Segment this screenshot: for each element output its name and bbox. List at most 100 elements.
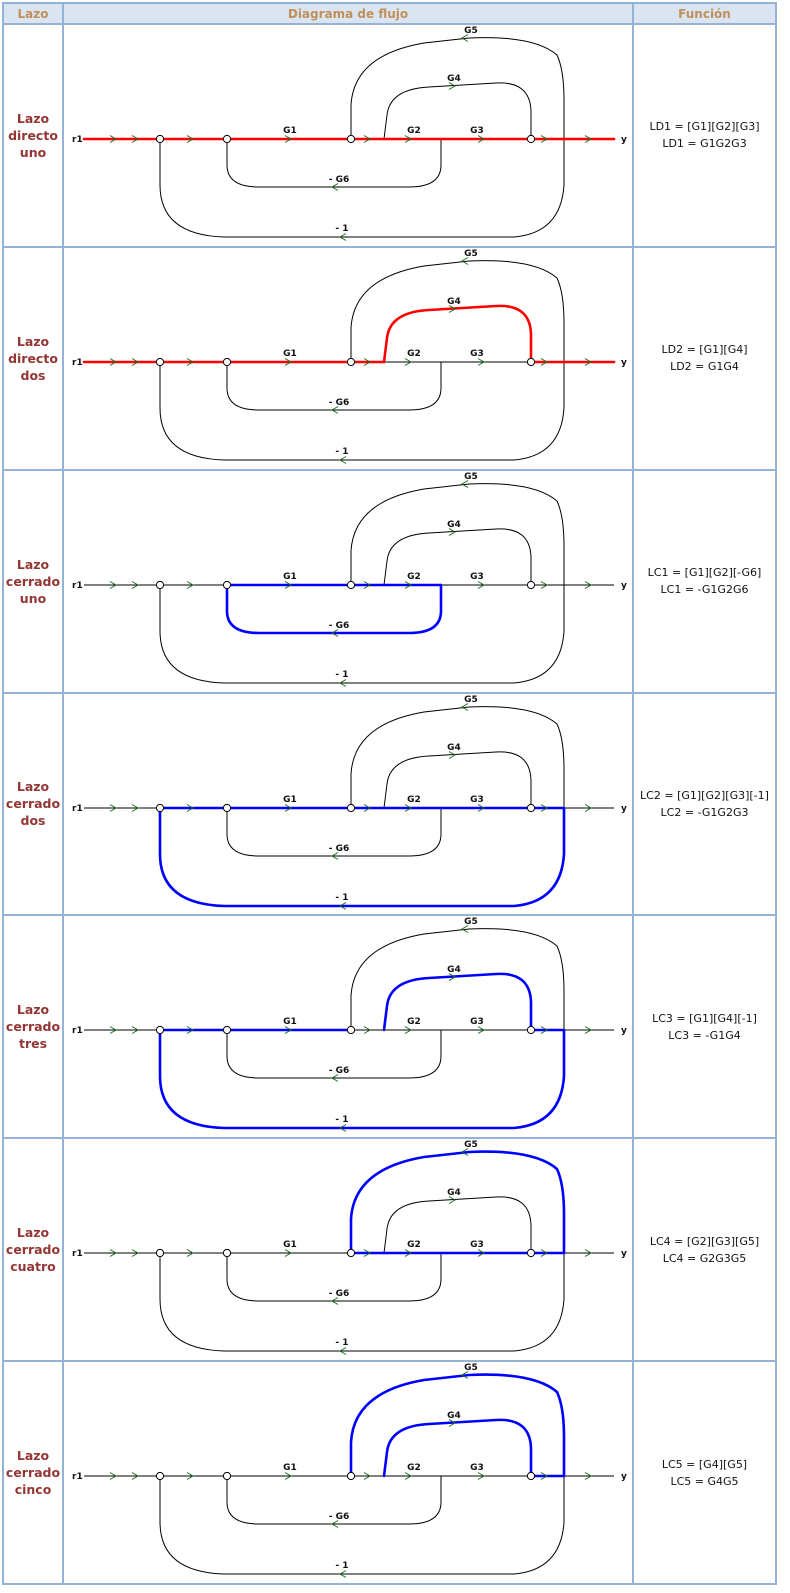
- branch-g5: [350, 928, 565, 1031]
- arrow-icon: [584, 1472, 592, 1480]
- label-g1: G1: [283, 349, 297, 359]
- node: [346, 803, 356, 812]
- arrow-icon: [339, 455, 347, 464]
- loop-name-line: uno: [19, 590, 47, 606]
- branch-g4: [383, 82, 532, 140]
- arrow-icon: [448, 1419, 456, 1427]
- branch-n1: [159, 1030, 565, 1129]
- label-g5: G5: [464, 695, 478, 705]
- function-expression: LC2 = -G1G2G3: [660, 805, 749, 819]
- node: [222, 1249, 232, 1258]
- arrow-icon: [461, 702, 469, 711]
- function-expression: LC5 = G4G5: [670, 1474, 739, 1488]
- loop-name-line: directo: [8, 127, 58, 143]
- node: [222, 357, 232, 366]
- arrow-icon: [109, 1249, 117, 1258]
- arrow-icon: [540, 1249, 548, 1258]
- arrow-icon: [339, 901, 347, 910]
- label-g5: G5: [464, 917, 478, 927]
- arrow-icon: [448, 527, 456, 536]
- arrow-icon: [109, 135, 117, 143]
- function-expression: LC1 = [G1][G2][-G6]: [647, 566, 762, 580]
- arrow-icon: [331, 1074, 339, 1083]
- label-neg1: - 1: [335, 224, 348, 234]
- arrow-icon: [284, 803, 292, 812]
- label-g5: G5: [464, 1363, 478, 1373]
- arrow-icon: [109, 1472, 117, 1480]
- node: [155, 803, 165, 812]
- node: [155, 580, 165, 589]
- arrow-icon: [584, 357, 592, 366]
- node: [155, 134, 165, 144]
- label-g3: G3: [470, 1240, 484, 1250]
- arrow-icon: [363, 357, 371, 366]
- arrow-icon: [404, 357, 412, 366]
- node: [155, 357, 165, 366]
- loop-name-line: uno: [19, 144, 47, 160]
- label-g2: G2: [407, 572, 421, 582]
- node: [222, 1026, 232, 1035]
- node: [346, 1249, 356, 1258]
- node: [346, 357, 356, 366]
- label-g3: G3: [470, 572, 484, 582]
- loop-name-line: cerrado: [5, 796, 61, 812]
- arrow-icon: [584, 1249, 592, 1258]
- node: [526, 580, 536, 589]
- arrow-icon: [540, 803, 548, 812]
- label-g6: - G6: [329, 621, 350, 631]
- label-neg1: - 1: [335, 1338, 348, 1348]
- label-output: y: [621, 1472, 627, 1482]
- branch-g5: [350, 705, 565, 808]
- loop-name-line: Lazo: [16, 1448, 50, 1464]
- node: [222, 803, 232, 812]
- arrow-icon: [448, 750, 456, 759]
- arrow-icon: [331, 1297, 339, 1306]
- node: [155, 1026, 165, 1035]
- label-neg1: - 1: [335, 1561, 348, 1571]
- label-g3: G3: [470, 349, 484, 359]
- arrow-icon: [186, 580, 194, 589]
- arrow-icon: [186, 803, 194, 812]
- arrow-icon: [363, 1472, 371, 1480]
- arrow-icon: [404, 135, 412, 143]
- function-expression: LD1 = G1G2G3: [662, 137, 747, 151]
- node: [346, 134, 356, 144]
- label-g5: G5: [464, 472, 478, 482]
- function-expression: LD1 = [G1][G2][G3]: [649, 120, 760, 134]
- arrow-icon: [109, 580, 117, 589]
- arrow-icon: [477, 357, 485, 366]
- arrow-icon: [584, 580, 592, 589]
- label-g3: G3: [470, 1463, 484, 1473]
- label-input: r1: [72, 1026, 83, 1036]
- function-cell: LC4 = [G2][G3][G5]LC4 = G2G3G5: [632, 1137, 777, 1363]
- label-output: y: [621, 1026, 627, 1036]
- label-g2: G2: [407, 1240, 421, 1250]
- arrow-icon: [339, 1570, 347, 1578]
- label-input: r1: [72, 581, 83, 591]
- branch-n1: [159, 361, 565, 461]
- highlight-g5: [349, 1150, 566, 1255]
- highlight-n1: [158, 806, 566, 907]
- arrow-icon: [404, 580, 412, 589]
- label-g1: G1: [283, 572, 297, 582]
- label-g2: G2: [407, 795, 421, 805]
- arrow-icon: [540, 1026, 548, 1035]
- node: [526, 1471, 536, 1481]
- highlight-g4: [382, 973, 533, 1032]
- arrow-icon: [448, 304, 456, 313]
- arrow-icon: [331, 628, 339, 637]
- arrow-icon: [584, 1026, 592, 1035]
- label-g4: G4: [447, 297, 461, 307]
- node: [155, 1471, 165, 1481]
- header-diagrama: Diagrama de flujo: [62, 2, 634, 25]
